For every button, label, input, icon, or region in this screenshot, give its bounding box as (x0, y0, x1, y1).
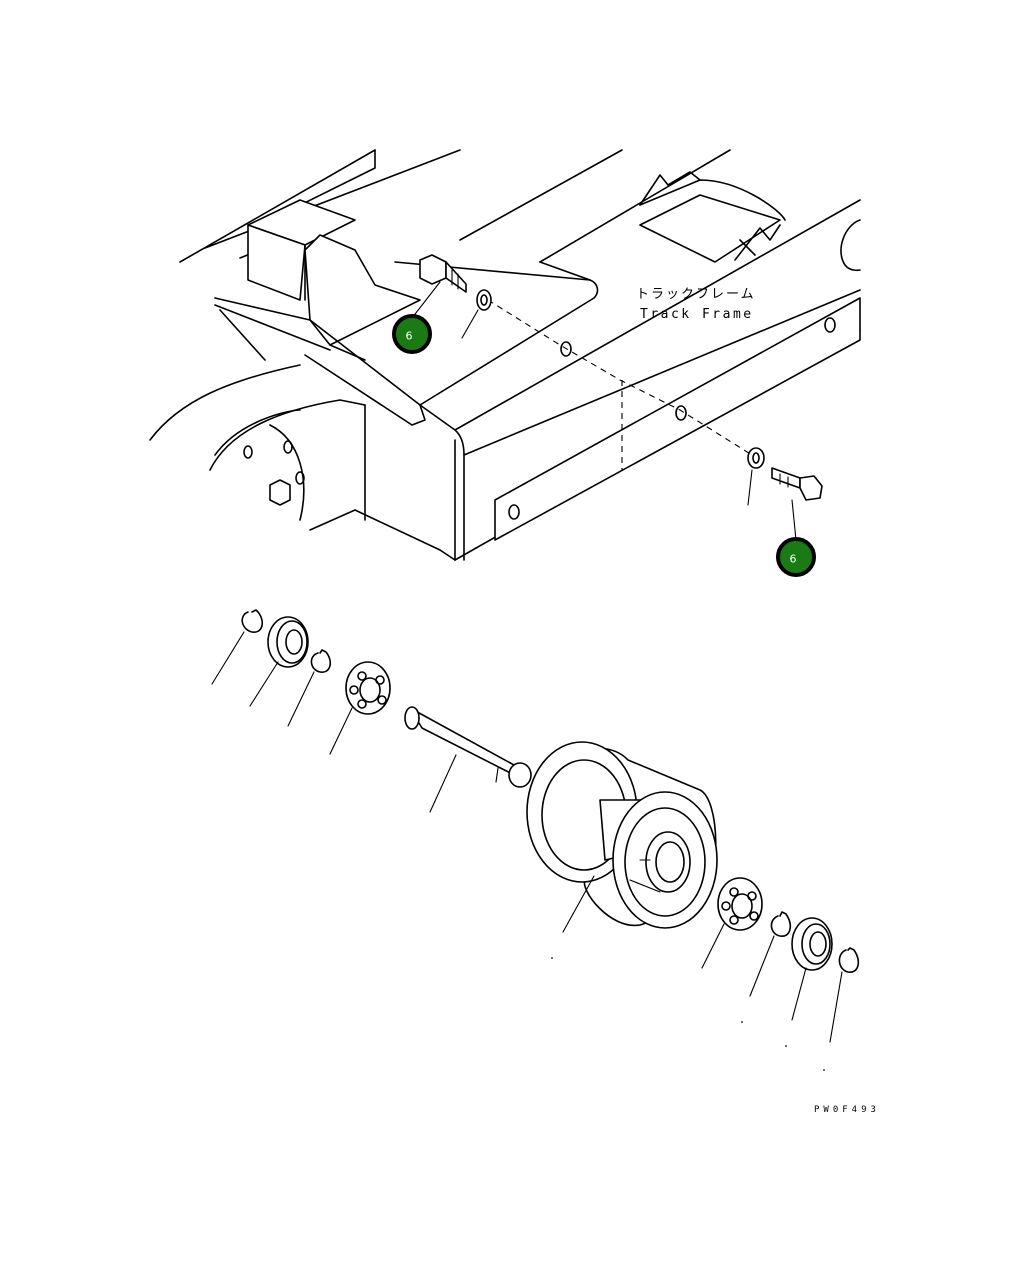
track-frame-label-english: Track Frame (640, 307, 754, 322)
callout-circle (776, 537, 816, 577)
callout-leader-upper (411, 281, 441, 319)
washer-lower-icon (747, 447, 765, 506)
bearing-icon (701, 877, 763, 969)
callout-number: 6 (406, 330, 413, 343)
snap-ring-icon (749, 911, 792, 997)
snap-ring-icon (287, 649, 332, 727)
dot-mark (785, 1045, 787, 1047)
callout-bubble-upper[interactable]: 6 (392, 314, 432, 354)
washer-upper-icon (461, 289, 492, 339)
dot-mark (741, 1021, 743, 1023)
track-roller-icon (526, 741, 718, 933)
snap-ring-icon (211, 609, 264, 685)
callout-number: 6 (790, 553, 797, 566)
dot-mark (551, 957, 553, 959)
snap-ring-icon (829, 947, 860, 1043)
bolt-lower-icon (771, 467, 823, 501)
drawing-code: PW0F493 (814, 1105, 880, 1115)
track-frame-assembly (149, 149, 861, 561)
callout-bubble-lower[interactable]: 6 (776, 537, 816, 577)
callout-leader-lower (791, 499, 797, 541)
dot-mark (823, 1069, 825, 1071)
track-frame-label-japanese: トラックフレーム (636, 287, 756, 302)
seal-icon (791, 917, 833, 1021)
callout-circle (392, 314, 432, 354)
seal-icon (249, 616, 309, 707)
bearing-icon (329, 661, 391, 755)
bolt-upper-icon (419, 254, 467, 293)
shaft-icon (404, 706, 532, 813)
